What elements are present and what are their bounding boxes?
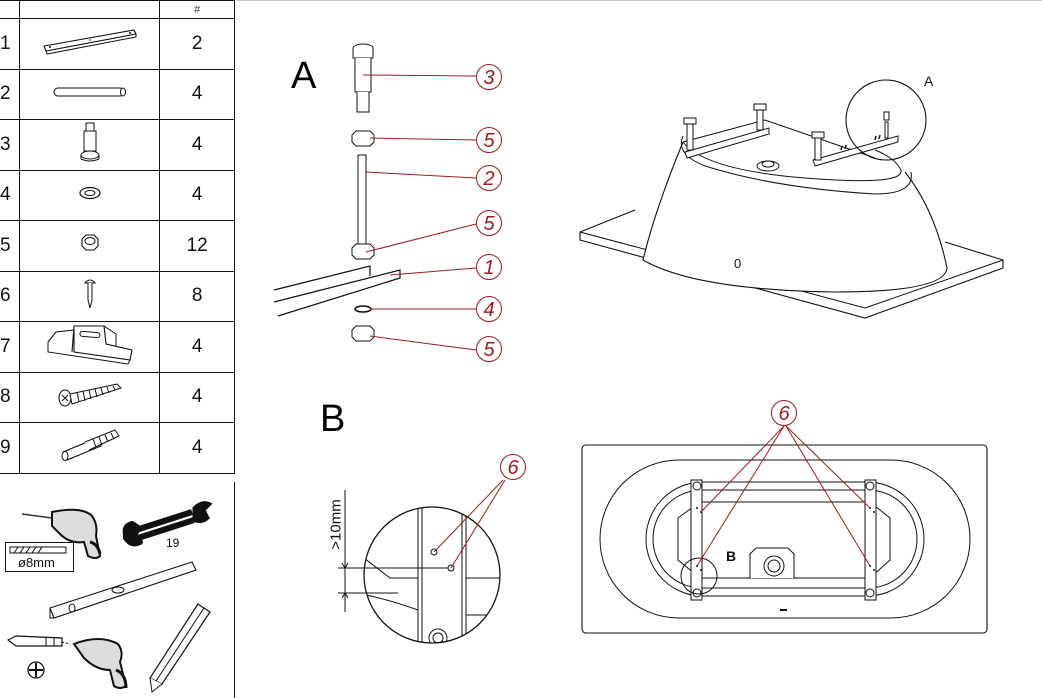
phillips-head-icon (27, 661, 45, 679)
part-quantity: 4 (159, 119, 235, 171)
header-quantity: # (159, 0, 235, 19)
threaded-rod-part (357, 154, 367, 248)
screwdriver-drill-icon (72, 638, 128, 689)
callout-part-6: 6 (500, 454, 526, 480)
callout-part-4: 4 (476, 296, 502, 322)
table-row: 4 4 (0, 169, 235, 221)
bathtub-top-view (581, 425, 988, 634)
table-row: 2 4 (0, 68, 235, 120)
hex-nut-icon (19, 220, 161, 272)
part-quantity: 8 (159, 270, 235, 322)
part-quantity: 2 (159, 18, 235, 70)
part-index: 3 (0, 119, 21, 171)
table-row: 5 12 (0, 220, 235, 272)
washer-icon (19, 169, 161, 221)
table-row: 9 4 (0, 422, 235, 474)
callout-part-3: 3 (476, 64, 502, 90)
part-index: 5 (0, 220, 21, 272)
part-quantity: 4 (159, 371, 235, 423)
table-row: 1 2 (0, 18, 235, 70)
callout-part-5: 5 (476, 127, 502, 153)
detail-b-zoom-view (338, 479, 506, 644)
hex-nut-part (351, 130, 375, 147)
zoom-circle-a (845, 79, 927, 161)
wood-screw-icon (19, 371, 161, 423)
part-index: 8 (0, 371, 21, 423)
callout-part-5: 5 (476, 336, 502, 362)
adjustable-foot-icon (19, 119, 161, 171)
detail-b-label: B (320, 398, 346, 440)
mounting-rail-icon (19, 18, 161, 70)
screw-icon (19, 270, 161, 322)
screwdriver-bit-icon (6, 635, 71, 647)
table-row: 6 8 (0, 270, 235, 322)
part-index: 4 (0, 169, 21, 221)
parts-table: # 1 2 2 4 3 4 4 4 5 12 6 (0, 0, 235, 474)
bathtub-underside-view (579, 79, 1004, 319)
overview-a-zoom-label: A (924, 73, 934, 89)
callout-part-6: 6 (771, 400, 797, 426)
table-row: 3 4 (0, 119, 235, 171)
callout-part-2: 2 (476, 165, 502, 191)
hex-nut-part (351, 243, 375, 260)
part-index: 2 (0, 68, 21, 120)
threaded-rod-icon (19, 68, 161, 120)
dimension-label: >10mm (327, 499, 345, 550)
part-index: 1 (0, 18, 21, 70)
drain-mark: 0 (734, 256, 742, 271)
spirit-level-icon (49, 561, 197, 619)
wrench-size: 19 (166, 536, 180, 550)
callout-part-5: 5 (476, 210, 502, 236)
drill-bit-size: ø8mm (18, 555, 55, 570)
part-index: 6 (0, 270, 21, 322)
pencil-icon (149, 603, 211, 693)
part-quantity: 4 (159, 68, 235, 120)
table-row: 8 4 (0, 371, 235, 423)
wrench-icon (122, 501, 213, 547)
table-row: 7 4 (0, 321, 235, 373)
tools-panel: ø8mm 19 (0, 482, 235, 698)
zoom-circle-b (680, 557, 718, 595)
overview-b-zoom-label: B (726, 548, 737, 564)
detail-a-label: A (291, 55, 317, 97)
hex-nut-part (351, 325, 375, 342)
wall-bracket-icon (19, 321, 161, 373)
header-image (19, 0, 161, 19)
part-quantity: 12 (159, 220, 235, 272)
page-top-border (236, 0, 1042, 1)
washer-part (354, 305, 372, 313)
detail-a-exploded-view (273, 43, 477, 351)
drill-bit-box: ø8mm (5, 542, 74, 572)
callout-part-1: 1 (476, 254, 502, 280)
part-quantity: 4 (159, 169, 235, 221)
part-quantity: 4 (159, 321, 235, 373)
header-index (0, 0, 21, 19)
part-index: 9 (0, 422, 21, 474)
drill-icon (21, 508, 102, 559)
drill-bit-icon (9, 546, 67, 554)
part-quantity: 4 (159, 422, 235, 474)
part-index: 7 (0, 321, 21, 373)
adjustable-foot-part (352, 43, 374, 113)
parts-table-header: # (0, 0, 235, 19)
wall-plug-icon (19, 422, 161, 474)
